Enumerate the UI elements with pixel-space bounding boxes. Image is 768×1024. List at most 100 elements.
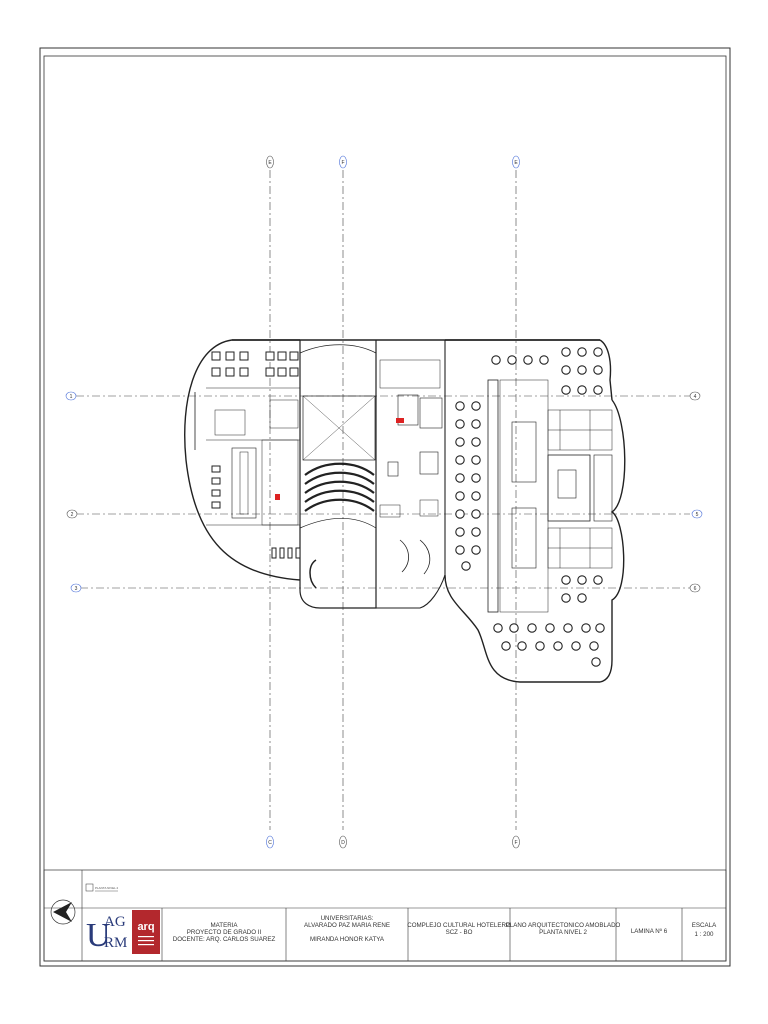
inner-border bbox=[43, 55, 727, 962]
round-table bbox=[561, 575, 571, 585]
round-table bbox=[593, 365, 603, 375]
round-table bbox=[491, 355, 501, 365]
axis-bubble-right-1: 4 bbox=[689, 391, 701, 401]
round-table bbox=[455, 491, 465, 501]
round-table bbox=[593, 347, 603, 357]
round-table bbox=[563, 623, 573, 633]
round-table bbox=[471, 527, 481, 537]
arq-badge bbox=[132, 910, 160, 954]
round-table bbox=[455, 545, 465, 555]
student-1: ALVARADO PAZ MARIA RENE bbox=[304, 922, 390, 929]
outer-border bbox=[39, 47, 731, 967]
materia-label: MATERIA bbox=[210, 922, 238, 929]
svg-text:C: C bbox=[268, 840, 272, 846]
round-table bbox=[591, 657, 601, 667]
axis-bubble-bottom-3: F bbox=[512, 835, 520, 849]
docente: DOCENTE: ARQ. CARLOS SUAREZ bbox=[173, 936, 276, 943]
furniture-west bbox=[211, 351, 301, 559]
hotel-rooms-north bbox=[547, 409, 613, 451]
round-table bbox=[455, 437, 465, 447]
round-table bbox=[577, 365, 587, 375]
round-table bbox=[461, 561, 471, 571]
round-table bbox=[507, 355, 517, 365]
round-table bbox=[577, 385, 587, 395]
horizontal-grid-axes bbox=[76, 395, 690, 589]
round-table bbox=[561, 385, 571, 395]
svg-text:E: E bbox=[514, 160, 518, 166]
svg-text:1: 1 bbox=[70, 394, 73, 400]
university-logo: U AG RM arq bbox=[86, 910, 160, 954]
svg-text:AG: AG bbox=[104, 914, 126, 930]
scale-value: 1 : 200 bbox=[695, 931, 714, 938]
axis-bubble-top-2: F bbox=[339, 155, 347, 169]
round-table bbox=[535, 641, 545, 651]
view-label-box bbox=[85, 883, 94, 892]
round-table bbox=[581, 623, 591, 633]
round-table bbox=[501, 641, 511, 651]
furniture-east bbox=[455, 347, 605, 667]
project-location: SCZ - BO bbox=[446, 929, 473, 936]
student-2: MIRANDA HONOR KATYA bbox=[310, 936, 385, 943]
round-table bbox=[471, 509, 481, 519]
round-table bbox=[553, 641, 563, 651]
round-table bbox=[471, 401, 481, 411]
round-table bbox=[471, 473, 481, 483]
universitarias-label: UNIVERSITARIAS: bbox=[321, 915, 374, 922]
sheet-number: LAMINA Nº 6 bbox=[631, 928, 668, 935]
project-name: COMPLEJO CULTURAL HOTELERO bbox=[407, 922, 511, 929]
svg-text:E: E bbox=[268, 160, 272, 166]
svg-text:2: 2 bbox=[71, 512, 74, 518]
vertical-grid-axes bbox=[269, 170, 517, 830]
round-table bbox=[471, 455, 481, 465]
round-table bbox=[561, 365, 571, 375]
round-table bbox=[455, 455, 465, 465]
svg-text:F: F bbox=[341, 160, 344, 166]
axis-bubble-right-2: 5 bbox=[691, 509, 703, 519]
round-table bbox=[545, 623, 555, 633]
round-table bbox=[455, 473, 465, 483]
west-wing-outline bbox=[184, 339, 301, 581]
axis-bubble-left-3: 3 bbox=[70, 583, 82, 593]
round-table bbox=[471, 419, 481, 429]
hotel-rooms-south bbox=[547, 527, 613, 569]
round-table bbox=[571, 641, 581, 651]
axis-bubble-right-3: 6 bbox=[689, 583, 701, 593]
auditorium-outline bbox=[299, 340, 377, 609]
svg-text:5: 5 bbox=[696, 512, 699, 518]
round-table bbox=[577, 347, 587, 357]
round-table bbox=[455, 401, 465, 411]
axis-bubble-bottom-1: C bbox=[266, 835, 274, 849]
round-table bbox=[471, 545, 481, 555]
round-table bbox=[455, 509, 465, 519]
axis-bubble-left-2: 2 bbox=[66, 509, 78, 519]
floor-plan bbox=[184, 339, 626, 683]
svg-text:D: D bbox=[341, 840, 345, 846]
plan-subtitle: PLANTA NIVEL 2 bbox=[539, 929, 587, 936]
svg-text:4: 4 bbox=[694, 394, 697, 400]
svg-text:RM: RM bbox=[104, 935, 127, 951]
svg-text:U: U bbox=[86, 917, 111, 954]
round-table bbox=[577, 575, 587, 585]
title-block: PLANTA NIVEL 2 U AG RM arq MATERIA PROYE… bbox=[43, 869, 727, 962]
round-table bbox=[493, 623, 503, 633]
materia-value: PROYECTO DE GRADO II bbox=[187, 929, 262, 936]
round-table bbox=[593, 575, 603, 585]
north-arrow-icon bbox=[50, 899, 76, 925]
round-table bbox=[455, 419, 465, 429]
view-label: PLANTA NIVEL 2 bbox=[95, 886, 119, 890]
svg-text:arq: arq bbox=[137, 921, 154, 933]
svg-text:F: F bbox=[514, 840, 517, 846]
round-table bbox=[509, 623, 519, 633]
round-table bbox=[577, 593, 587, 603]
svg-text:3: 3 bbox=[75, 586, 78, 592]
axis-bubble-top-1: E bbox=[266, 155, 274, 169]
auditorium-seating bbox=[304, 462, 375, 512]
east-wing-outline bbox=[444, 339, 626, 683]
round-table bbox=[527, 623, 537, 633]
scale-label: ESCALA bbox=[692, 922, 717, 929]
round-table bbox=[561, 347, 571, 357]
round-table bbox=[523, 355, 533, 365]
axis-bubble-top-3: E bbox=[512, 155, 520, 169]
svg-text:6: 6 bbox=[694, 586, 697, 592]
